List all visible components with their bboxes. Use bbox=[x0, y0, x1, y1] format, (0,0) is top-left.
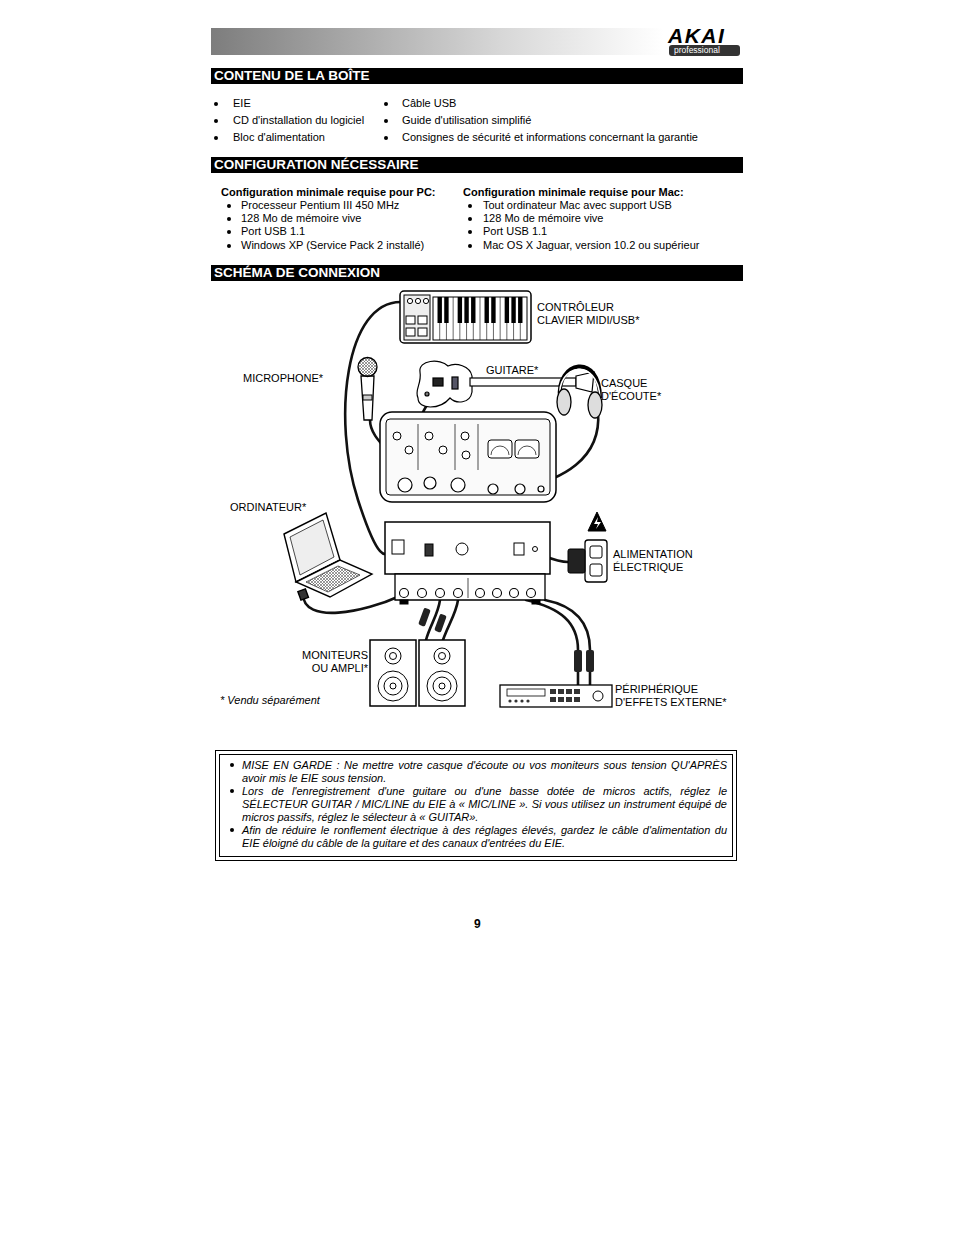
list-heading: Configuration minimale requise pour PC: bbox=[221, 186, 436, 199]
section-heading: CONTENU DE LA BOÎTE bbox=[211, 68, 743, 84]
warning-item: MISE EN GARDE : Ne mettre votre casque d… bbox=[242, 759, 727, 785]
list-item: Tout ordinateur Mac avec support USB bbox=[483, 199, 672, 212]
midi-keyboard bbox=[400, 291, 531, 343]
studio-monitors bbox=[370, 640, 465, 706]
list-item: Processeur Pentium III 450 MHz bbox=[241, 199, 399, 212]
device-label: PÉRIPHÉRIQUE D'EFFETS EXTERNE* bbox=[615, 683, 740, 709]
page-number: 9 bbox=[474, 918, 481, 931]
heading-text: CONFIGURATION NÉCESSAIRE bbox=[214, 157, 743, 173]
list-item: Bloc d'alimentation bbox=[233, 131, 325, 144]
heading-text: CONTENU DE LA BOÎTE bbox=[214, 68, 743, 84]
list-item: Port USB 1.1 bbox=[483, 225, 547, 238]
cables bbox=[303, 302, 598, 686]
device-label: MONITEURS OU AMPLI* bbox=[296, 649, 368, 675]
laptop-computer bbox=[284, 513, 372, 600]
device-label: ALIMENTATION ÉLECTRIQUE bbox=[613, 548, 708, 574]
header-bar bbox=[211, 28, 743, 55]
warning-text: Afin de réduire le ronflement électrique… bbox=[242, 824, 727, 850]
section-heading: SCHÉMA DE CONNEXION bbox=[211, 265, 743, 281]
section-heading: CONFIGURATION NÉCESSAIRE bbox=[211, 157, 743, 173]
brand-logo: AKAI bbox=[668, 25, 725, 47]
warning-item: Lors de l'enregistrement d'une guitare o… bbox=[242, 785, 727, 824]
list-item: Port USB 1.1 bbox=[241, 225, 305, 238]
list-item: Guide d'utilisation simplifié bbox=[402, 114, 531, 127]
device-label: CASQUE D'ÉCOUTE* bbox=[601, 377, 673, 403]
footnote: * Vendu séparément bbox=[220, 694, 320, 707]
warning-box: MISE EN GARDE : Ne mettre votre casque d… bbox=[215, 750, 737, 861]
list-item: 128 Mo de mémoire vive bbox=[241, 212, 361, 225]
headphones bbox=[557, 366, 602, 418]
list-item: Mac OS X Jaguar, version 10.2 ou supérie… bbox=[483, 239, 699, 252]
brand-logo-sub: professional bbox=[674, 45, 720, 55]
list-item: Consignes de sécurité et informations co… bbox=[402, 131, 698, 144]
warning-text: Lors de l'enregistrement d'une guitare o… bbox=[242, 785, 727, 824]
warning-text: MISE EN GARDE : Ne mettre votre casque d… bbox=[242, 759, 727, 785]
device-label: ORDINATEUR* bbox=[230, 501, 306, 514]
list-item: CD d'installation du logiciel bbox=[233, 114, 364, 127]
effects-processor bbox=[500, 685, 612, 707]
bullet-dot bbox=[230, 789, 234, 793]
list-item: 128 Mo de mémoire vive bbox=[483, 212, 603, 225]
heading-text: SCHÉMA DE CONNEXION bbox=[214, 265, 743, 281]
list-item: Câble USB bbox=[402, 97, 456, 110]
list-heading: Configuration minimale requise pour Mac: bbox=[463, 186, 684, 199]
list-item: EIE bbox=[233, 97, 251, 110]
warning-item: Afin de réduire le ronflement électrique… bbox=[242, 824, 727, 850]
device-label: GUITARE* bbox=[486, 364, 538, 377]
bullet-dot bbox=[230, 763, 234, 767]
eie-rear-view bbox=[385, 522, 550, 604]
microphone bbox=[358, 358, 377, 421]
logo-plate bbox=[669, 45, 740, 56]
device-label: MICROPHONE* bbox=[243, 372, 323, 385]
eie-front-view bbox=[380, 412, 556, 502]
bullet-dot bbox=[230, 828, 234, 832]
list-item: Windows XP (Service Pack 2 installé) bbox=[241, 239, 424, 252]
power-outlet bbox=[568, 512, 607, 582]
device-label: CONTRÔLEUR CLAVIER MIDI/USB* bbox=[537, 301, 662, 327]
